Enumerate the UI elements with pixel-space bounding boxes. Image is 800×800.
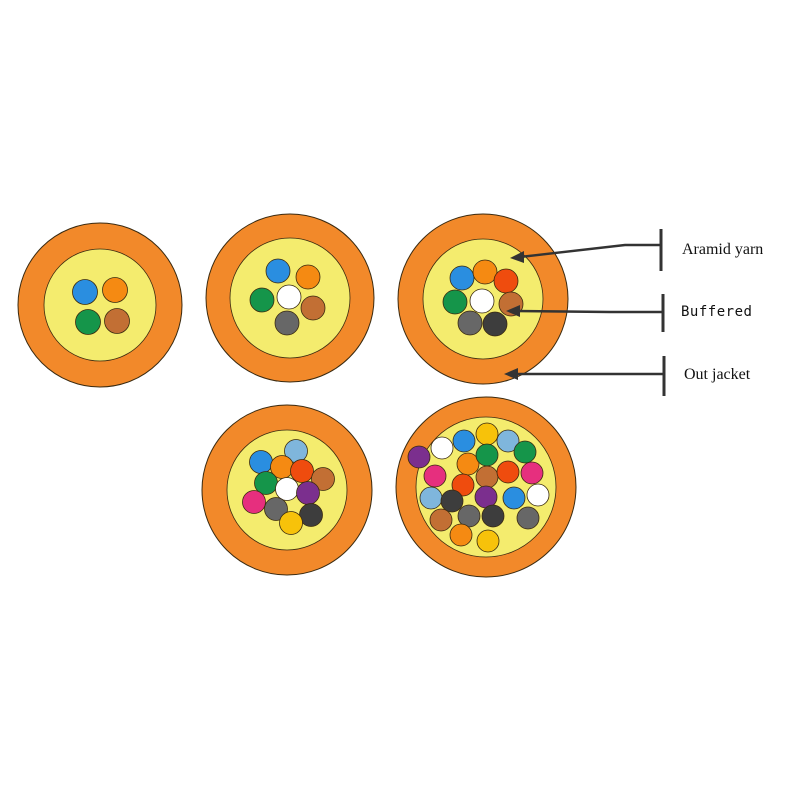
buffered-fiber-orange — [102, 277, 128, 303]
cable-24-fiber — [395, 396, 577, 578]
buffered-fiber-blue — [72, 279, 98, 305]
cable-12-fiber — [201, 404, 373, 576]
buffered-fiber-orange — [472, 259, 498, 285]
buffered-fiber-violet — [296, 481, 320, 505]
buffered-fiber-orange — [449, 523, 473, 547]
buffered-fiber-green — [475, 443, 499, 467]
buffered-fiber-blue — [249, 450, 273, 474]
callout-out-jacket: Out jacket — [504, 356, 751, 396]
aramid-yarn-label: Aramid yarn — [682, 241, 763, 258]
buffered-fiber-yellow — [476, 529, 500, 553]
buffered-fiber-slate — [516, 506, 540, 530]
buffered-fiber-blue — [452, 429, 476, 453]
buffered-fiber-blue — [502, 486, 526, 510]
buffered-fiber-aqua — [419, 486, 443, 510]
buffered-fiber-green — [249, 287, 275, 313]
buffered-fiber-white — [526, 483, 550, 507]
aramid-yarn-leader-line — [519, 243, 660, 259]
buffered-fiber-orange — [295, 264, 321, 290]
cable-8-fiber — [397, 213, 569, 385]
buffered-leader-line — [515, 309, 662, 314]
buffered-fiber-blue — [449, 265, 475, 291]
out-jacket-label: Out jacket — [684, 366, 751, 383]
buffered-fiber-black — [299, 503, 323, 527]
buffered-fiber-white — [469, 288, 495, 314]
buffered-fiber-black — [482, 311, 508, 337]
callout-buffered: Buffered — [506, 294, 752, 332]
buffered-fiber-brown — [300, 295, 326, 321]
buffered-fiber-green — [513, 440, 537, 464]
buffered-fiber-rose — [242, 490, 266, 514]
cable-cross-sections — [17, 213, 577, 578]
buffered-fiber-black — [481, 504, 505, 528]
buffered-fiber-red — [496, 460, 520, 484]
buffered-fiber-slate — [274, 310, 300, 336]
buffered-fiber-white — [276, 284, 302, 310]
callout-aramid-yarn: Aramid yarn — [510, 229, 763, 271]
buffered-fiber-blue — [265, 258, 291, 284]
buffered-arrowhead — [506, 305, 520, 317]
buffered-fiber-rose — [520, 461, 544, 485]
buffered-fiber-slate — [457, 310, 483, 336]
buffered-fiber-white — [275, 477, 299, 501]
cable-4-fiber — [17, 222, 183, 388]
buffered-fiber-brown — [475, 465, 499, 489]
buffered-fiber-rose — [423, 464, 447, 488]
out-jacket-arrowhead — [504, 368, 518, 380]
buffered-fiber-brown — [429, 508, 453, 532]
aramid-yarn-arrowhead — [510, 251, 524, 263]
buffered-fiber-slate — [264, 497, 288, 521]
buffered-fiber-green — [442, 289, 468, 315]
buffered-fiber-yellow — [475, 422, 499, 446]
aramid-yarn-layer — [43, 248, 157, 362]
buffered-fiber-yellow — [279, 511, 303, 535]
buffered-fiber-red — [290, 459, 314, 483]
buffered-label: Buffered — [681, 304, 752, 320]
buffered-fiber-brown — [104, 308, 130, 334]
buffered-fiber-aqua — [496, 429, 520, 453]
buffered-fiber-violet — [407, 445, 431, 469]
buffered-fiber-green — [75, 309, 101, 335]
buffered-fiber-brown — [311, 467, 335, 491]
cable-6-fiber — [205, 213, 375, 383]
buffered-fiber-white — [430, 436, 454, 460]
buffered-fiber-red — [493, 268, 519, 294]
buffered-fiber-red — [451, 473, 475, 497]
buffered-fiber-black — [440, 489, 464, 513]
